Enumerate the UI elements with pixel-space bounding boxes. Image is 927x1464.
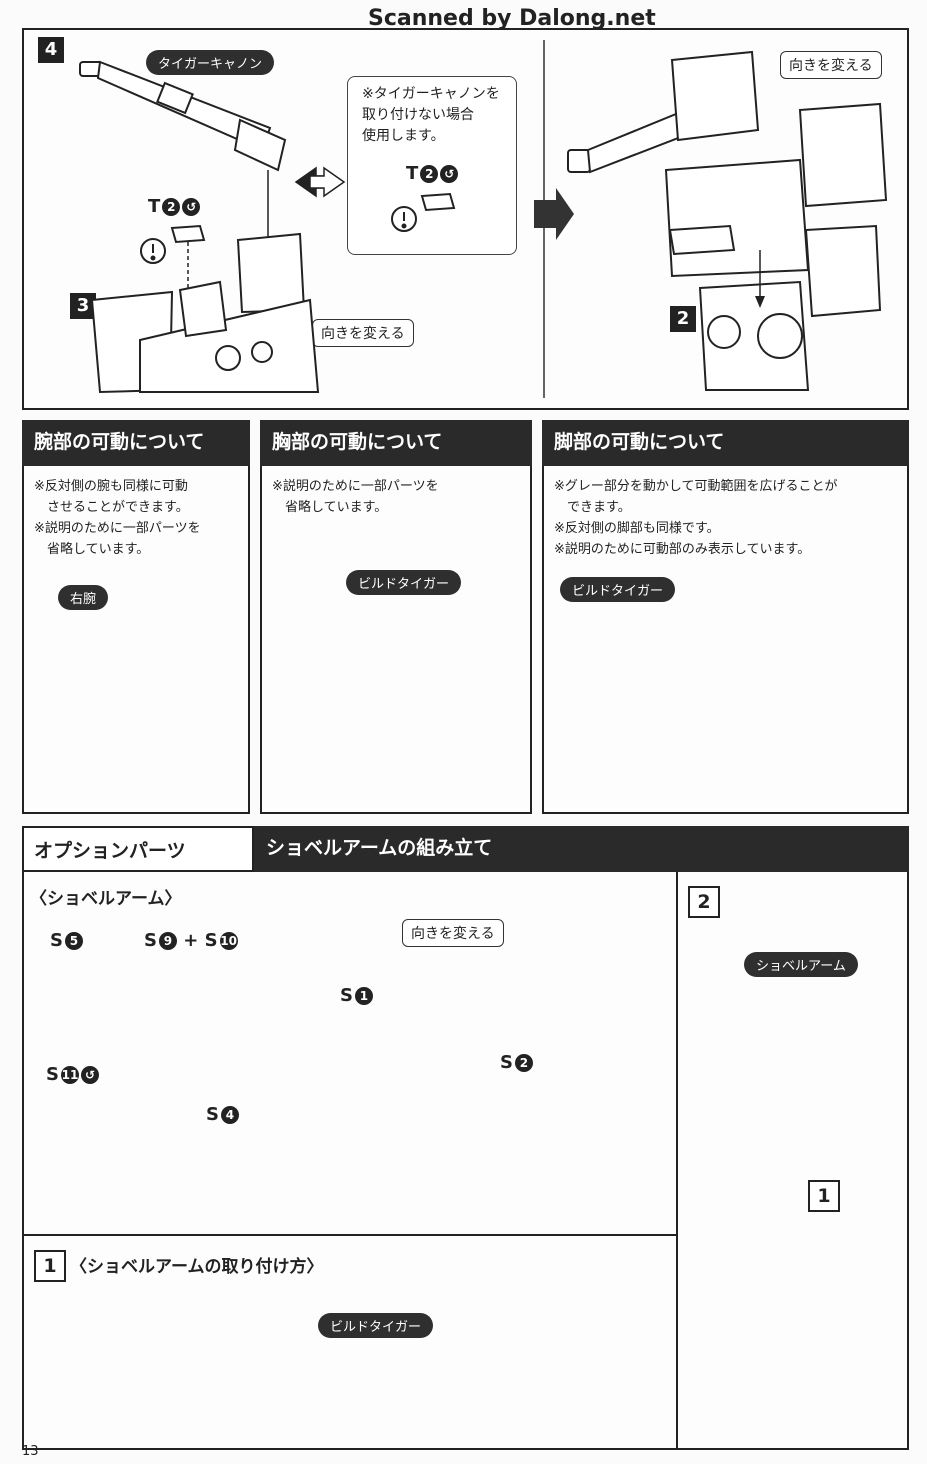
leg-build-tiger-label: ビルドタイガー [560, 577, 676, 602]
attach-build-tiger-label: ビルドタイガー [318, 1313, 434, 1338]
bottom-subpanel-divider [22, 1234, 678, 1236]
right-column-divider [676, 872, 678, 1450]
part-number: 9 [158, 932, 177, 950]
next-arrow [534, 188, 574, 240]
shovel-arm-label: ショベルアーム [744, 952, 858, 977]
note-text: ※タイガーキャノンを 取り付けない場合 使用します。 [362, 86, 500, 144]
part-letter: S [206, 1104, 219, 1125]
arm-box-title: 腕部の可動について [22, 420, 250, 466]
option-tab-label: オプションパーツ [34, 840, 186, 862]
part-letter: S [144, 930, 157, 951]
gate-icon: ↺ [80, 1066, 99, 1084]
exchange-arrow [294, 166, 346, 198]
step-2-box: 2 [688, 886, 720, 918]
step-3-badge: 3 [70, 293, 96, 319]
leg-articulation-box [542, 420, 909, 814]
part-number: 1 [354, 987, 373, 1005]
change-direction-callout-left: 向きを変える [312, 319, 414, 347]
part-letter: T [406, 163, 419, 184]
right-arm-label: 右腕 [58, 585, 109, 610]
gate-icon: ↺ [182, 198, 201, 216]
change-direction-callout-shovel: 向きを変える [402, 919, 504, 947]
arm-articulation-box [22, 420, 250, 814]
chest-box-notes: ※説明のために一部パーツを 省略しています。 [272, 479, 439, 515]
gate-icon: ↺ [440, 165, 459, 183]
shovel-arm-subtitle: 〈ショベルアーム〉 [30, 889, 182, 909]
page-number: 13 [22, 1444, 39, 1459]
step-1-box: 1 [34, 1250, 66, 1282]
warning-icon [140, 206, 417, 264]
part-letter: S [46, 1064, 59, 1085]
build-tiger-torso-left [90, 232, 320, 394]
part-number: 11 [60, 1066, 79, 1084]
part-number: 2 [420, 165, 439, 183]
step-2-badge: 2 [670, 306, 696, 332]
part-letter: S [500, 1052, 513, 1073]
tiger-cannon-label: タイガーキャノン [146, 50, 275, 75]
part-number: 4 [220, 1106, 239, 1124]
watermark: Scanned by Dalong.net [368, 6, 656, 31]
shovel-arm-assembly-title: ショベルアームの組み立て [254, 826, 909, 872]
part-letter: S [340, 985, 353, 1006]
part-number: 5 [64, 932, 83, 950]
chest-articulation-box [260, 420, 532, 814]
tiger-cannon-drawing [79, 60, 287, 172]
chest-build-tiger-label: ビルドタイガー [346, 570, 462, 595]
option-tab [22, 826, 254, 872]
leg-box-notes: ※グレー部分を動かして可動範囲を広げることが できます。 ※反対側の脚部も同様で… [554, 479, 838, 557]
part-letter: S [204, 930, 218, 951]
arm-box-notes: ※反対側の腕も同様に可動 させることができます。 ※説明のために一部パーツを 省… [34, 479, 201, 557]
part-number: 10 [219, 932, 238, 950]
step-1-ref-box: 1 [808, 1180, 840, 1212]
plus-sign: + [183, 930, 199, 951]
part-letter: T [148, 196, 161, 217]
part-letter: S [50, 930, 63, 951]
leg-box-title: 脚部の可動について [542, 420, 909, 466]
part-number: 2 [162, 198, 181, 216]
attach-method-title: 〈ショベルアームの取り付け方〉 [70, 1257, 324, 1277]
build-tiger-assembled-right [567, 50, 888, 391]
change-direction-callout-right: 向きを変える [780, 51, 882, 79]
chest-box-title: 胸部の可動について [260, 420, 532, 466]
part-number: 2 [514, 1054, 533, 1072]
step-4-badge: 4 [38, 37, 64, 63]
